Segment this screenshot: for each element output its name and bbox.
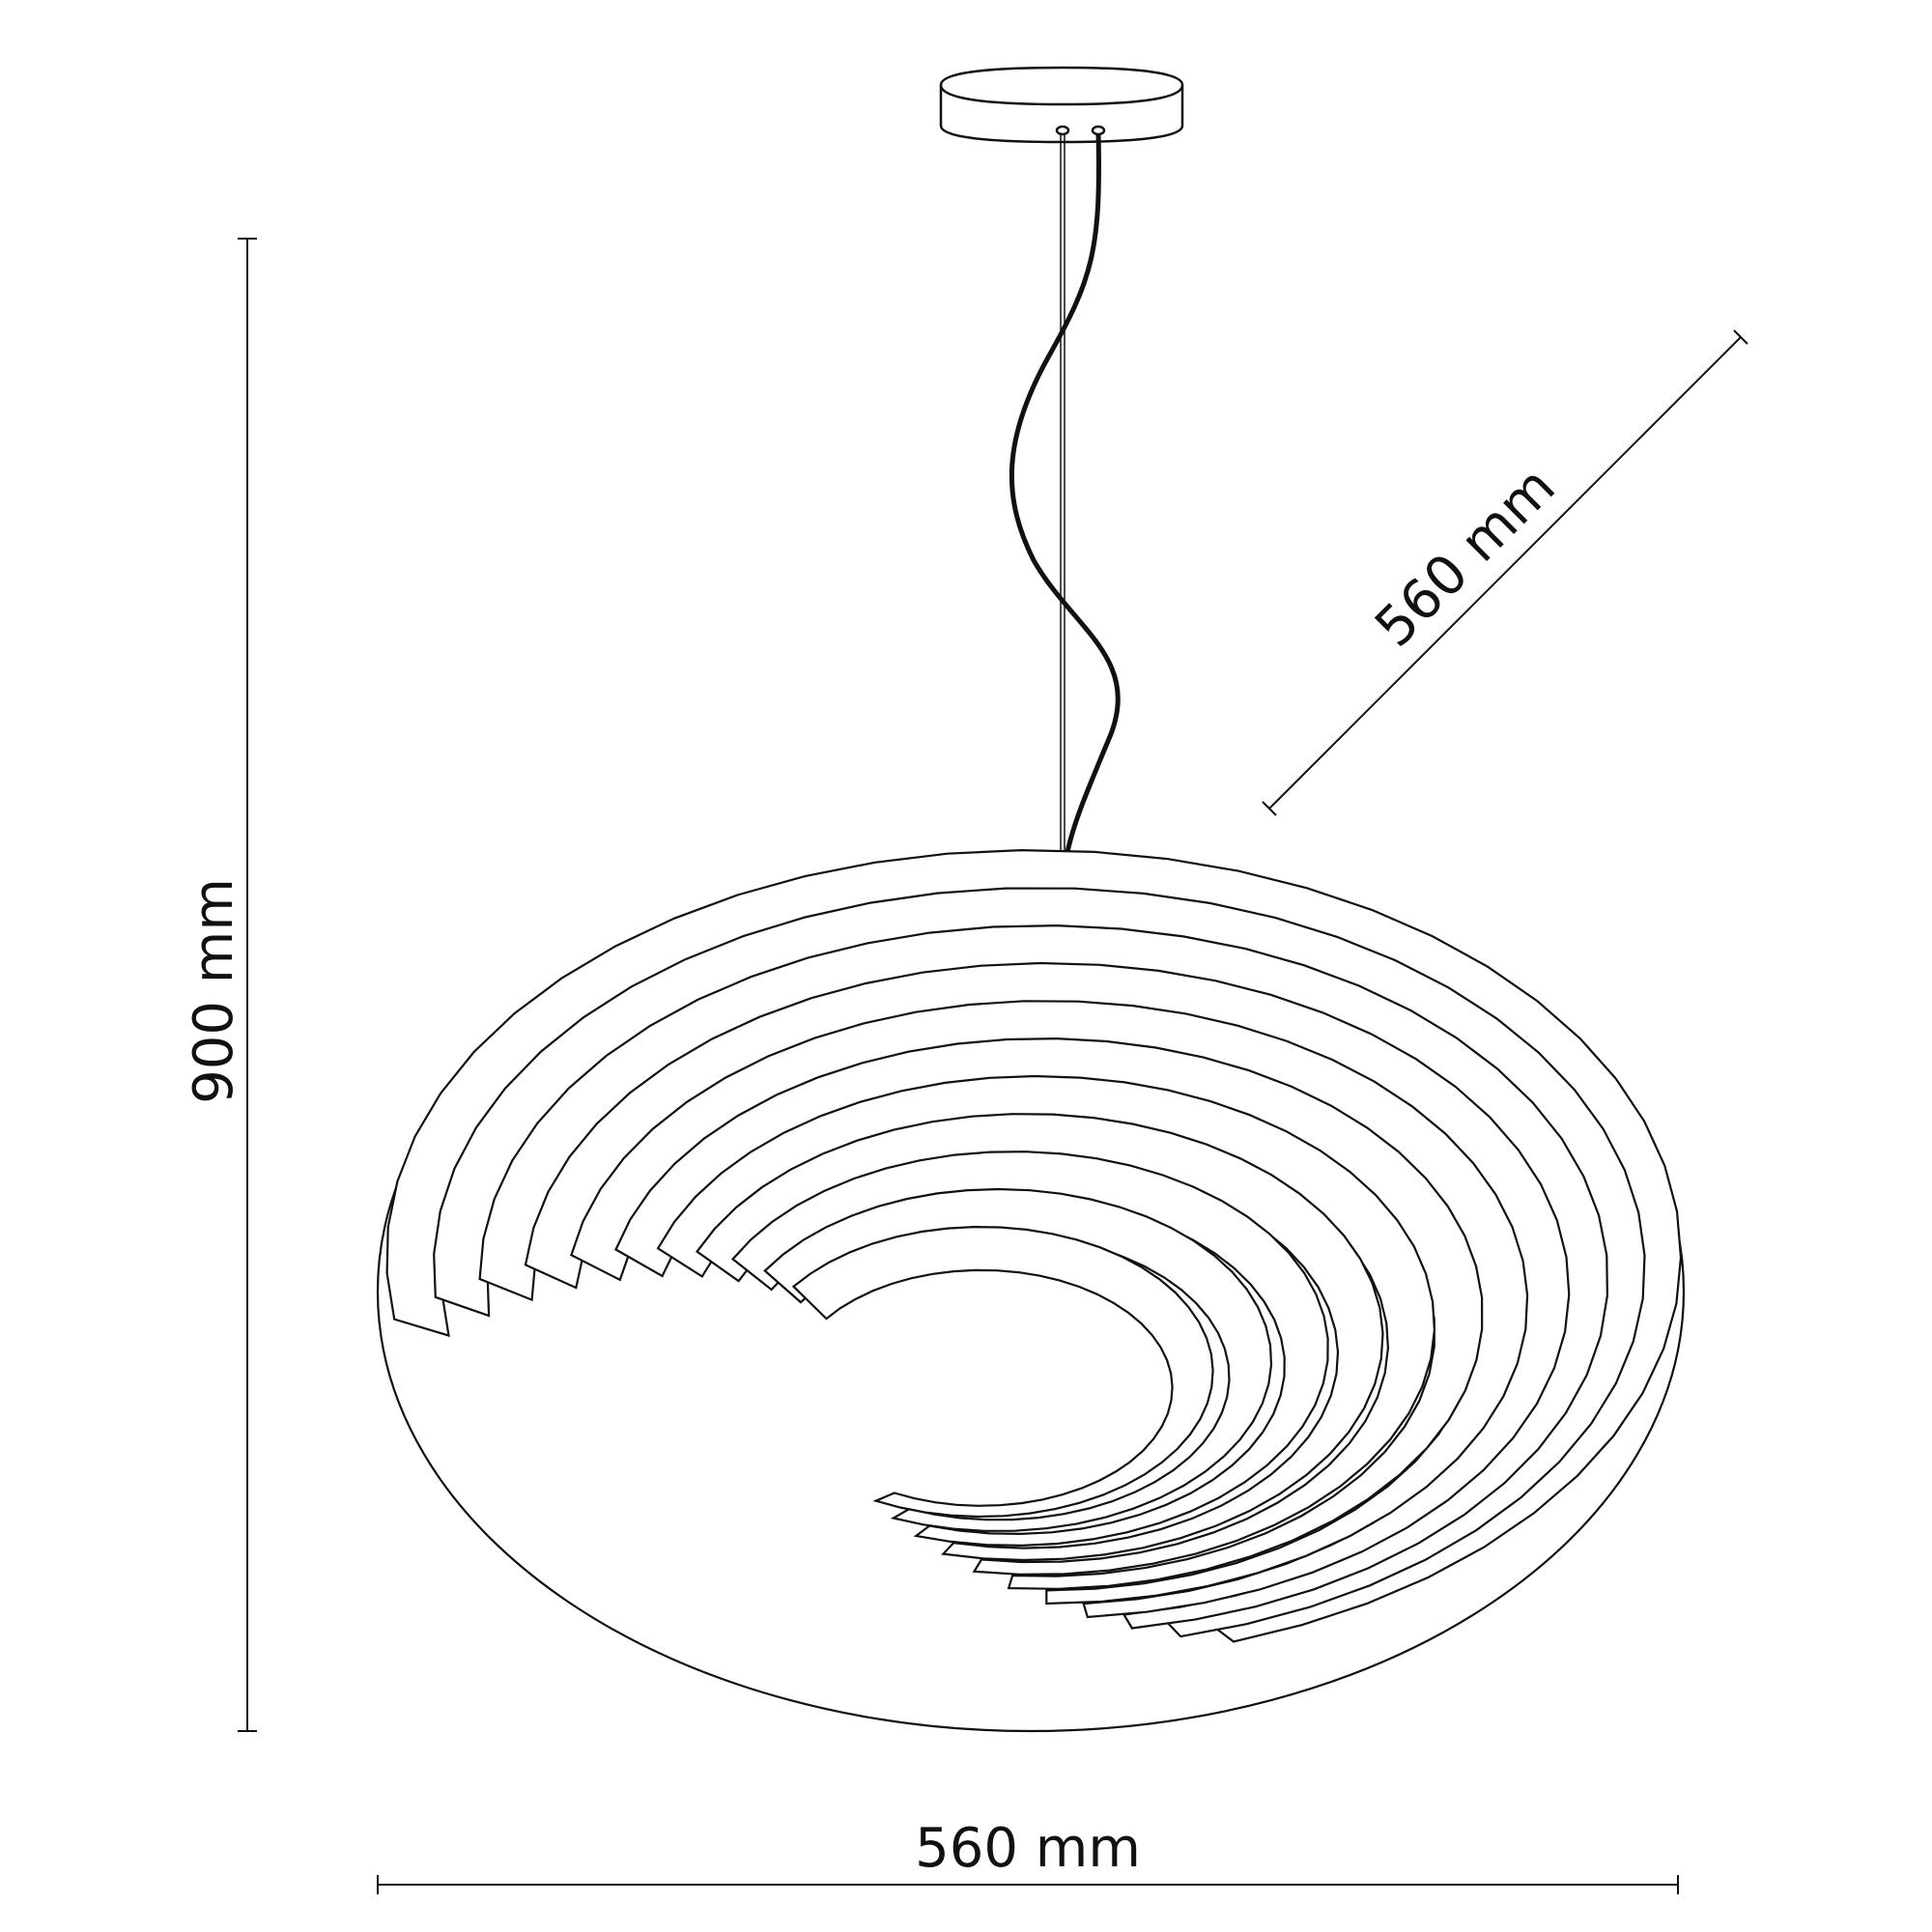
suspension-wire bbox=[1060, 133, 1065, 852]
lamp-shade bbox=[376, 848, 1686, 1733]
depth-label: 560 mm bbox=[1363, 455, 1567, 659]
depth-dimension bbox=[1262, 329, 1748, 816]
height-label: 900 mm bbox=[183, 878, 245, 1104]
width-label: 560 mm bbox=[915, 1817, 1141, 1880]
power-cable bbox=[1009, 132, 1121, 853]
ceiling-canopy bbox=[939, 66, 1184, 144]
width-dimension bbox=[377, 1875, 1679, 1894]
height-dimension bbox=[238, 238, 257, 1732]
shade-ribbon bbox=[791, 1225, 1214, 1519]
